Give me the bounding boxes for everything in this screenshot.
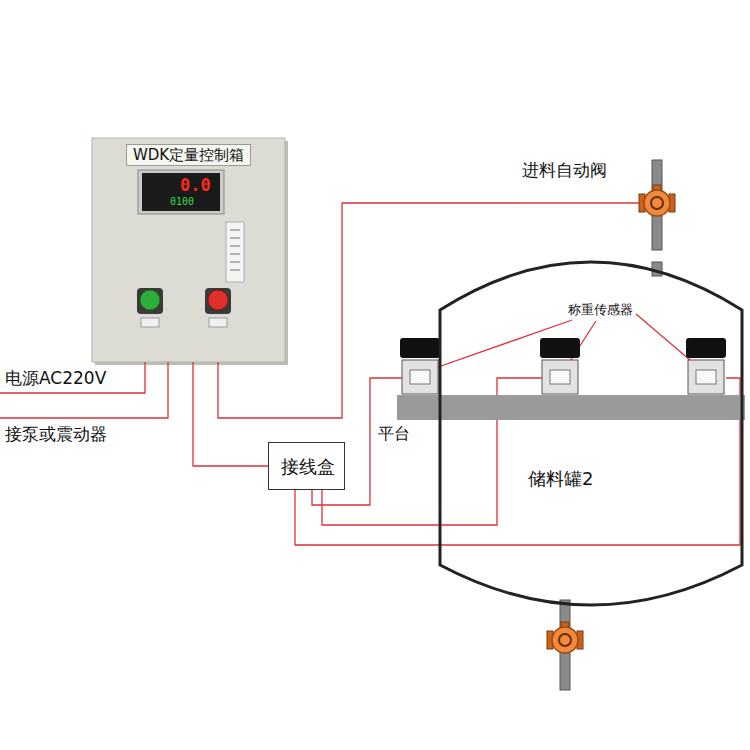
display-value: 0.0: [180, 175, 211, 195]
display-setpoint: 0100: [170, 196, 194, 208]
cabinet-sticker: [226, 222, 244, 282]
cabinet-body: [92, 138, 285, 362]
outlet-pipe: [560, 600, 570, 690]
wires: [0, 314, 740, 545]
start-button: [140, 290, 160, 310]
junction-box: 接线盒: [268, 442, 345, 490]
platform: [397, 395, 745, 420]
sticker-marks: [230, 230, 240, 270]
power-wire: [0, 362, 145, 393]
load-cell: [400, 338, 440, 394]
junction-label: 接线盒: [281, 456, 335, 478]
display-screen: [142, 173, 220, 211]
feed-valve: 进料自动阀: [518, 158, 683, 230]
cabinet-title: WDK定量控制箱: [126, 144, 251, 166]
load-cell: [686, 338, 726, 394]
stop-button: [208, 290, 228, 310]
button-base: [137, 288, 163, 314]
power-label: 电源AC220V: [5, 368, 106, 388]
valve-label: 进料自动阀: [522, 160, 607, 180]
pump-label: 接泵或震动器: [5, 424, 107, 444]
button-base: [205, 288, 231, 314]
tank-label: 储料罐2: [528, 468, 593, 490]
signal-wire: [218, 203, 518, 418]
load-cell: [540, 338, 580, 394]
signal-wire: [193, 362, 268, 466]
button-plate: [141, 318, 159, 327]
control-cabinet: WDK定量控制箱: [92, 138, 285, 362]
display-frame: [138, 170, 224, 214]
platform-label: 平台: [378, 424, 410, 443]
outlet-valve: [547, 622, 583, 653]
button-plate: [209, 318, 227, 327]
sensor-label: 称重传感器: [568, 302, 633, 318]
pump-wire: [0, 362, 168, 418]
